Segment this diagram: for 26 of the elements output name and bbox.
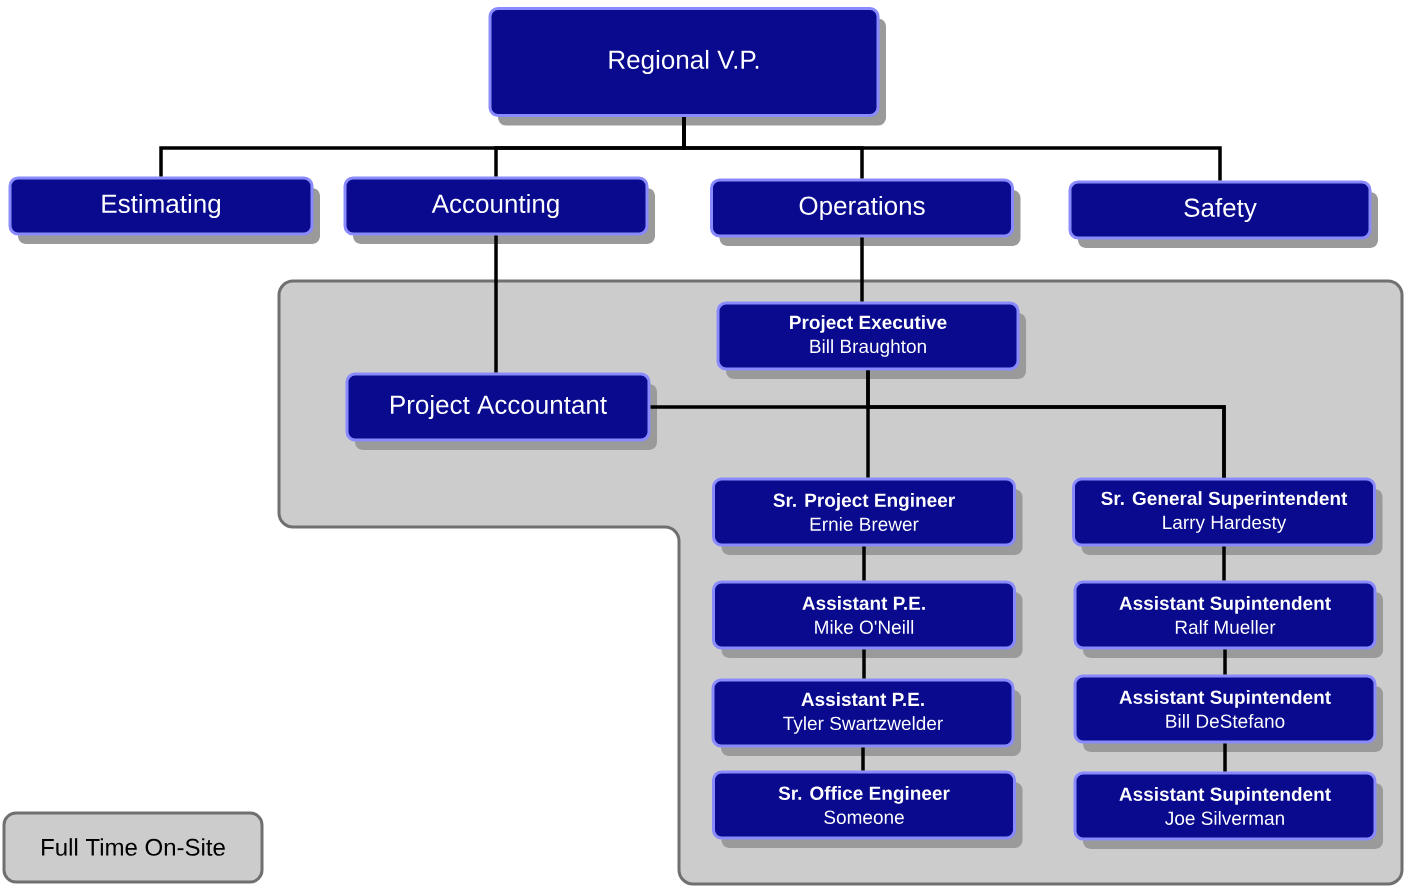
- org-box: Sr. Office Engineer Someone: [712, 770, 1023, 848]
- connector-line: [1223, 649, 1227, 675]
- org-box: Accounting: [343, 176, 655, 244]
- org-box: Safety: [1068, 180, 1378, 248]
- org-box: Assistant P.E. Tyler Swartzwelder: [711, 678, 1021, 756]
- org-box: Assistant Supintendent Joe Silverman: [1073, 771, 1383, 849]
- org-box: Project Accountant: [345, 372, 657, 450]
- org-box: Assistant Supintendent Bill DeStefano: [1073, 674, 1383, 752]
- org-box: Project Executive Bill Braughton: [716, 301, 1026, 379]
- connector-line: [650, 405, 1226, 478]
- connector-line: [861, 747, 865, 771]
- org-box: Operations: [710, 178, 1021, 246]
- connector-line: [862, 649, 866, 679]
- org-box: Sr. Project Engineer Ernie Brewer: [712, 477, 1023, 555]
- org-box: Sr. General Superintendent Larry Hardesty: [1072, 477, 1383, 555]
- connector-line: [1222, 546, 1226, 581]
- org-box: Estimating: [8, 176, 320, 244]
- org-box: Assistant Supintendent Ralf Mueller: [1073, 580, 1383, 658]
- org-box: Regional V.P.: [488, 7, 886, 126]
- connector-line: [1223, 743, 1227, 772]
- org-box: Assistant P.E. Mike O'Neill: [712, 580, 1023, 658]
- connector-line: [682, 117, 1222, 181]
- connector-line: [860, 237, 864, 302]
- connector-line: [862, 546, 866, 581]
- connector-line: [494, 235, 498, 373]
- legend-item: Full Time On-Site: [2, 811, 264, 884]
